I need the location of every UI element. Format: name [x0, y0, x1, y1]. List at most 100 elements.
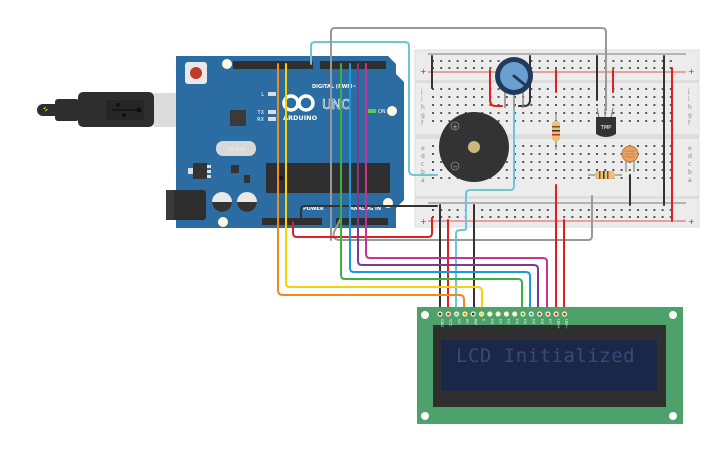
breadboard-hole[interactable] [448, 209, 451, 211]
breadboard-hole[interactable] [587, 145, 590, 147]
breadboard-hole[interactable] [596, 153, 598, 155]
analog-header[interactable] [336, 218, 388, 225]
breadboard-hole[interactable] [587, 161, 590, 163]
wire-cyan-pot[interactable] [455, 107, 515, 313]
breadboard-hole[interactable] [579, 209, 582, 211]
breadboard-hole[interactable] [546, 60, 549, 62]
breadboard-hole[interactable] [563, 60, 566, 62]
breadboard-hole[interactable] [604, 153, 607, 155]
breadboard-hole[interactable] [628, 88, 631, 90]
breadboard-hole[interactable] [448, 60, 451, 62]
breadboard-hole[interactable] [546, 145, 549, 147]
breadboard-hole[interactable] [432, 153, 434, 155]
breadboard-hole[interactable] [563, 88, 566, 90]
breadboard-hole[interactable] [440, 60, 443, 62]
breadboard-hole[interactable] [563, 112, 566, 114]
breadboard-hole[interactable] [587, 153, 590, 155]
breadboard-hole[interactable] [563, 104, 566, 106]
breadboard-hole[interactable] [596, 161, 598, 163]
potentiometer-knob[interactable] [512, 74, 526, 86]
breadboard-hole[interactable] [637, 161, 639, 163]
breadboard-hole[interactable] [612, 161, 615, 163]
breadboard-hole[interactable] [555, 169, 557, 171]
breadboard-hole[interactable] [538, 120, 541, 122]
breadboard-hole[interactable] [505, 161, 508, 163]
breadboard-hole[interactable] [587, 209, 590, 211]
breadboard-hole[interactable] [448, 216, 451, 218]
breadboard-hole[interactable] [481, 216, 484, 218]
breadboard-hole[interactable] [432, 169, 434, 171]
breadboard-hole[interactable] [669, 120, 672, 122]
breadboard-hole[interactable] [579, 169, 582, 171]
breadboard-hole[interactable] [555, 96, 557, 98]
breadboard-hole[interactable] [514, 209, 516, 211]
breadboard-hole[interactable] [546, 216, 549, 218]
breadboard-hole[interactable] [546, 209, 549, 211]
breadboard-hole[interactable] [530, 96, 533, 98]
breadboard-hole[interactable] [481, 67, 484, 69]
breadboard-hole[interactable] [448, 177, 451, 179]
breadboard-hole[interactable] [620, 216, 623, 218]
breadboard-hole[interactable] [620, 96, 623, 98]
breadboard-hole[interactable] [645, 88, 648, 90]
resistor-2[interactable] [588, 171, 622, 179]
breadboard-hole[interactable] [530, 104, 533, 106]
breadboard-hole[interactable] [637, 216, 639, 218]
breadboard-hole[interactable] [530, 177, 533, 179]
breadboard-hole[interactable] [661, 153, 664, 155]
breadboard-hole[interactable] [637, 177, 639, 179]
breadboard-hole[interactable] [555, 67, 557, 69]
breadboard-hole[interactable] [579, 120, 582, 122]
breadboard-hole[interactable] [587, 177, 590, 179]
digital-header-left[interactable] [233, 61, 313, 69]
wire-orange-d12[interactable] [277, 63, 465, 313]
breadboard-hole[interactable] [620, 120, 623, 122]
breadboard-hole[interactable] [669, 145, 672, 147]
breadboard-hole[interactable] [505, 169, 508, 171]
breadboard-hole[interactable] [645, 161, 648, 163]
breadboard-hole[interactable] [661, 169, 664, 171]
breadboard-hole[interactable] [661, 88, 664, 90]
breadboard-hole[interactable] [653, 112, 656, 114]
breadboard-hole[interactable] [653, 96, 656, 98]
breadboard-hole[interactable] [645, 120, 648, 122]
breadboard-hole[interactable] [448, 88, 451, 90]
breadboard-hole[interactable] [612, 209, 615, 211]
breadboard-hole[interactable] [505, 104, 508, 106]
breadboard-hole[interactable] [653, 153, 656, 155]
wire-yellow-d11[interactable] [285, 63, 483, 313]
breadboard-hole[interactable] [653, 67, 656, 69]
breadboard-hole[interactable] [645, 153, 648, 155]
breadboard-hole[interactable] [505, 177, 508, 179]
breadboard-hole[interactable] [628, 67, 631, 69]
breadboard-hole[interactable] [514, 216, 516, 218]
breadboard-hole[interactable] [489, 60, 492, 62]
breadboard-hole[interactable] [587, 120, 590, 122]
breadboard-hole[interactable] [563, 67, 566, 69]
breadboard-hole[interactable] [489, 112, 492, 114]
breadboard-hole[interactable] [563, 120, 566, 122]
breadboard-hole[interactable] [645, 216, 648, 218]
breadboard-hole[interactable] [522, 112, 525, 114]
breadboard-hole[interactable] [538, 96, 541, 98]
breadboard-hole[interactable] [596, 112, 598, 114]
breadboard-hole[interactable] [563, 209, 566, 211]
breadboard-hole[interactable] [579, 60, 582, 62]
breadboard-hole[interactable] [546, 88, 549, 90]
breadboard-hole[interactable] [489, 209, 492, 211]
breadboard-hole[interactable] [555, 161, 557, 163]
breadboard-hole[interactable] [596, 216, 598, 218]
breadboard-hole[interactable] [587, 216, 590, 218]
breadboard-hole[interactable] [546, 153, 549, 155]
breadboard-hole[interactable] [497, 60, 500, 62]
breadboard-hole[interactable] [497, 209, 500, 211]
breadboard-hole[interactable] [546, 104, 549, 106]
breadboard-hole[interactable] [563, 169, 566, 171]
breadboard-hole[interactable] [612, 145, 615, 147]
breadboard-hole[interactable] [505, 216, 508, 218]
breadboard-hole[interactable] [587, 88, 590, 90]
breadboard-hole[interactable] [661, 112, 664, 114]
breadboard-hole[interactable] [645, 104, 648, 106]
wire-black-gnd[interactable] [300, 205, 438, 219]
breadboard-hole[interactable] [530, 145, 533, 147]
